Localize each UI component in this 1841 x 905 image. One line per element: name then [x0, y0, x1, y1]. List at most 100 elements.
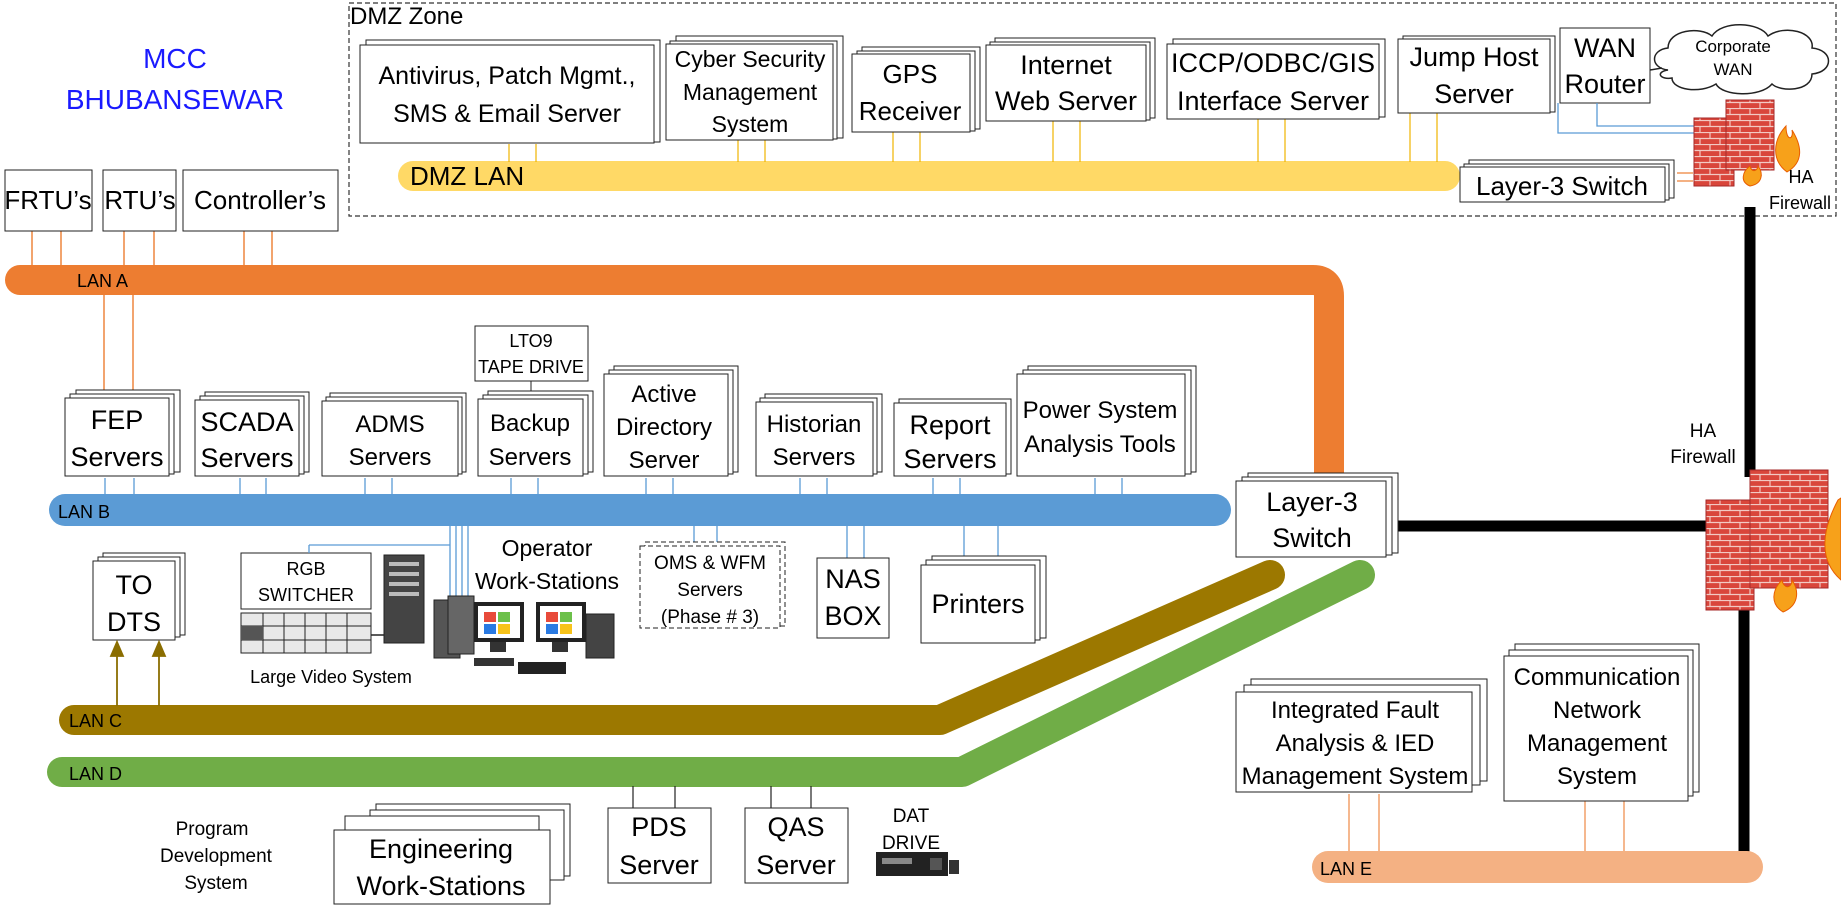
main-firewall-label-1: HA	[1690, 421, 1717, 442]
ad-label-3: Server	[629, 447, 700, 474]
oms-label-3: (Phase # 3)	[661, 607, 759, 628]
dmz-firewall-icon	[1693, 99, 1801, 187]
lan-c-bar	[59, 560, 1285, 735]
dat-drive-icon	[876, 852, 959, 876]
oms-label-2: Servers	[677, 580, 742, 601]
antivirus-server[interactable]: Antivirus, Patch Mgmt., SMS & Email Serv…	[359, 39, 661, 144]
historian-servers[interactable]: Historian Servers	[755, 393, 883, 477]
qas-server[interactable]: QAS Server	[744, 807, 849, 884]
psa-label-1: Power System	[1023, 397, 1178, 424]
pds-server[interactable]: PDS Server	[607, 807, 712, 884]
main-firewall-label-2: Firewall	[1670, 447, 1735, 468]
main-firewall-icon	[1705, 469, 1841, 613]
mcc-title-line2: BHUBANSEWAR	[66, 84, 284, 115]
fep-label-1: FEP	[91, 405, 144, 435]
lan-a-bar	[5, 265, 1344, 495]
video-system-label: Large Video System	[250, 667, 412, 687]
engineering-workstations[interactable]: Engineering Work-Stations	[333, 803, 571, 905]
integrated-fault-analysis-system[interactable]: Integrated Fault Analysis & IED Manageme…	[1235, 678, 1488, 793]
qas-label-1: QAS	[767, 812, 824, 842]
communication-network-management-system[interactable]: Communication Network Management System	[1503, 643, 1700, 802]
report-servers[interactable]: Report Servers	[893, 398, 1012, 477]
backup-servers[interactable]: Backup Servers	[477, 390, 594, 477]
controller-box[interactable]: Controller’s	[182, 169, 339, 232]
ifa-label-3: Management System	[1242, 763, 1469, 790]
adms-label-2: Servers	[349, 444, 432, 471]
web-label-2: Web Server	[995, 86, 1137, 116]
gps-receiver[interactable]: GPS Receiver	[851, 46, 981, 133]
program-dev-label-2: Development	[160, 846, 273, 867]
fep-servers[interactable]: FEP Servers	[64, 389, 181, 477]
scada-label-1: SCADA	[200, 407, 293, 437]
to-dts-box[interactable]: TO DTS	[92, 552, 186, 641]
cyber-label-2: Management	[683, 79, 818, 105]
corporate-wan-label-1: Corporate	[1695, 37, 1771, 56]
gps-label-2: Receiver	[859, 96, 962, 126]
nas-label-2: BOX	[824, 601, 881, 631]
frtu-label: FRTU’s	[4, 185, 91, 215]
active-directory-server[interactable]: Active Directory Server	[603, 365, 739, 477]
lan-e-connectors	[1348, 794, 1625, 851]
internet-web-server[interactable]: Internet Web Server	[985, 37, 1156, 122]
operator-workstations-icon[interactable]	[433, 595, 615, 674]
dmz-firewall-label-1: HA	[1788, 167, 1813, 187]
qas-label-2: Server	[756, 850, 836, 880]
nas-box[interactable]: NAS BOX	[816, 557, 890, 639]
dmz-lan-label: DMZ LAN	[410, 161, 524, 191]
lan-b-layer3-switch[interactable]: Layer-3 Switch	[1235, 472, 1399, 558]
switch-label-1: Layer-3	[1266, 487, 1358, 517]
frtu-box[interactable]: FRTU’s	[4, 169, 93, 232]
eng-label-1: Engineering	[369, 834, 513, 864]
wan-cloud-link	[1649, 67, 1663, 71]
printers[interactable]: Printers	[920, 555, 1047, 644]
rtu-box[interactable]: RTU’s	[102, 169, 177, 232]
cyber-label-3: System	[712, 111, 789, 137]
lan-e-label: LAN E	[1320, 859, 1372, 879]
operator-label-2: Work-Stations	[475, 568, 619, 594]
dat-label-1: DAT	[893, 806, 930, 827]
wan-router[interactable]: WAN Router	[1559, 27, 1651, 104]
lan-d-bar	[47, 560, 1375, 787]
iccp-label-2: Interface Server	[1177, 86, 1369, 116]
dmz-layer3-switch[interactable]: Layer-3 Switch	[1459, 159, 1675, 203]
historian-label-2: Servers	[773, 444, 856, 471]
backup-label-2: Servers	[489, 444, 572, 471]
power-system-analysis-tools[interactable]: Power System Analysis Tools	[1016, 365, 1197, 477]
scada-servers[interactable]: SCADA Servers	[194, 391, 310, 477]
jump-host-server[interactable]: Jump Host Server	[1397, 35, 1556, 114]
firewall-backbone	[1397, 207, 1756, 852]
dmz-connectors	[508, 111, 1438, 162]
wan-label-2: Router	[1564, 69, 1645, 99]
fep-label-2: Servers	[70, 442, 163, 472]
report-label-2: Servers	[903, 444, 996, 474]
lan-a-connectors	[31, 231, 273, 393]
adms-label-1: ADMS	[355, 411, 424, 438]
cnms-label-2: Network	[1553, 697, 1642, 724]
lan-d-connectors	[632, 786, 812, 808]
lan-d-label: LAN D	[69, 764, 122, 784]
jump-label-1: Jump Host	[1409, 42, 1539, 72]
pds-label-1: PDS	[631, 812, 687, 842]
ifa-label-1: Integrated Fault	[1271, 697, 1439, 724]
lto9-tape-drive[interactable]: LTO9 TAPE DRIVE	[474, 325, 589, 382]
iccp-interface-server[interactable]: ICCP/ODBC/GIS Interface Server	[1166, 38, 1386, 120]
pds-label-2: Server	[619, 850, 699, 880]
antivirus-label-1: Antivirus, Patch Mgmt.,	[378, 62, 635, 90]
oms-label-1: OMS & WFM	[654, 553, 766, 574]
lan-a-label: LAN A	[77, 271, 128, 291]
cyber-security-management[interactable]: Cyber Security Management System	[665, 35, 844, 141]
rgb-label-1: RGB	[286, 559, 325, 579]
rgb-switcher[interactable]: RGB SWITCHER	[240, 552, 372, 610]
lan-b-label: LAN B	[58, 502, 110, 522]
dmz-switch-label: Layer-3 Switch	[1476, 171, 1648, 201]
ad-label-1: Active	[631, 381, 696, 408]
scada-label-2: Servers	[200, 443, 293, 473]
controller-label: Controller’s	[194, 185, 326, 215]
operator-label-1: Operator	[502, 535, 593, 561]
oms-wfm-servers[interactable]: OMS & WFM Servers (Phase # 3)	[639, 541, 786, 629]
corporate-wan-cloud: Corporate WAN	[1653, 24, 1830, 95]
dmz-firewall-label-2: Firewall	[1769, 193, 1831, 213]
adms-servers[interactable]: ADMS Servers	[321, 392, 467, 477]
dts-label-2: DTS	[107, 607, 161, 637]
dmz-switch-firewall-links	[1677, 172, 1693, 182]
